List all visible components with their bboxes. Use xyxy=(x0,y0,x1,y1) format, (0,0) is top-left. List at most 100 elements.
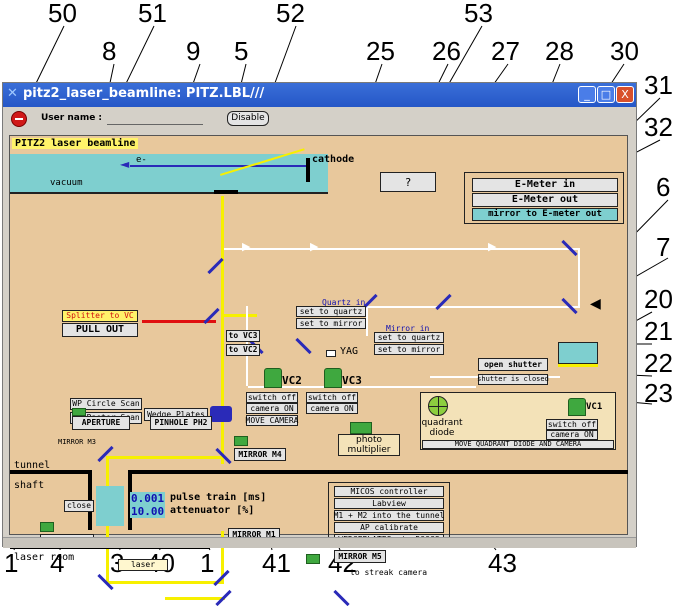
vc3-label: VC3 xyxy=(342,374,362,387)
emeter-out-button[interactable]: E-Meter out xyxy=(472,193,618,207)
callout-22: 22 xyxy=(644,348,673,378)
beam-shutter xyxy=(558,364,598,367)
callout-1b: 1 xyxy=(200,548,215,578)
white-beam-quadrant xyxy=(248,386,476,388)
tunnel-wall-right xyxy=(132,470,628,474)
user-name-label: User name : xyxy=(41,113,103,123)
photomultiplier-icon xyxy=(350,422,372,434)
pulse-train-value[interactable]: 0.001 xyxy=(130,492,166,505)
mirror-m4-button[interactable]: MIRROR M4 xyxy=(234,448,286,461)
callout-23: 23 xyxy=(644,378,673,408)
cathode-label: cathode xyxy=(312,154,355,165)
callout-28: 28 xyxy=(545,36,574,66)
status-bar xyxy=(3,537,636,548)
pinhole-button[interactable]: PINHOLE PH2 xyxy=(150,416,212,430)
set-mirror-button-2[interactable]: set to mirror xyxy=(374,344,444,355)
callout-21: 21 xyxy=(644,316,673,346)
beam-to-m1 xyxy=(221,531,224,581)
aperture-button[interactable]: APERTURE xyxy=(72,416,130,430)
move-quadrant-diode-button[interactable]: MOVE QUADRANT DIODE AND CAMERA xyxy=(422,440,614,449)
window-title: pitz2_laser_beamline: PITZ.LBL/// xyxy=(23,86,265,101)
splitter-status: Splitter to VC xyxy=(62,310,138,322)
shaft-element xyxy=(96,486,124,526)
callout-50: 50 xyxy=(48,0,77,28)
laser-room-label: laser room xyxy=(14,552,75,563)
vc3-camera-status: camera ON xyxy=(306,403,358,414)
vc2-label: VC2 xyxy=(282,374,302,387)
callout-52: 52 xyxy=(276,0,305,28)
cathode-element xyxy=(306,158,310,182)
emeter-in-button[interactable]: E-Meter in xyxy=(472,178,618,192)
callout-30: 30 xyxy=(610,36,639,66)
tunnel-label: tunnel xyxy=(14,460,51,471)
stop-icon[interactable] xyxy=(11,111,27,127)
callout-20: 20 xyxy=(644,284,673,314)
vacuum-region xyxy=(10,154,328,194)
yag-screen xyxy=(326,350,336,357)
vc1-switch-off-button[interactable]: switch off xyxy=(546,419,598,430)
attenuator-value[interactable]: 10.00 xyxy=(130,505,166,518)
white-beam-top xyxy=(224,248,580,250)
set-quartz-button-2[interactable]: set to quartz xyxy=(374,332,444,343)
aperture-status-icon xyxy=(72,408,86,416)
panel-title: PITZ2 laser beamline xyxy=(12,138,139,149)
arrow-down-icon: ◀ xyxy=(590,296,601,312)
yag-label: YAG xyxy=(340,346,359,357)
beam-upper-run xyxy=(221,314,257,317)
arrow-right-icon-1: ▶ xyxy=(242,240,251,253)
set-mirror-button-1[interactable]: set to mirror xyxy=(296,318,366,329)
title-bar[interactable]: ✕ pitz2_laser_beamline: PITZ.LBL/// _ □ … xyxy=(3,83,636,107)
to-vc3-button[interactable]: to VC3 xyxy=(226,330,260,342)
menu-micos-button[interactable]: MICOS controller xyxy=(334,486,444,497)
mirror-yag xyxy=(295,337,312,355)
tunnel-wall xyxy=(10,470,90,474)
white-beam-vc3 xyxy=(366,306,368,336)
pulse-train-label: pulse train [ms] xyxy=(170,492,267,503)
beam-laser-room xyxy=(165,597,225,600)
user-name-field[interactable] xyxy=(107,113,203,125)
close-window-button[interactable]: X xyxy=(616,86,634,103)
arrow-right-icon-3: ▶ xyxy=(488,240,497,253)
callout-27: 27 xyxy=(491,36,520,66)
callout-43: 43 xyxy=(488,548,517,578)
cathode-laser-spot xyxy=(214,190,238,194)
set-quartz-button-1[interactable]: set to quartz xyxy=(296,306,366,317)
move-camera-button[interactable]: MOVE CAMERA xyxy=(245,415,299,426)
close-button[interactable]: close xyxy=(64,500,94,512)
wp-circle-scan-button[interactable]: WP Circle Scan xyxy=(70,398,142,410)
menu-labview-button[interactable]: Labview xyxy=(334,498,444,509)
callout-5: 5 xyxy=(234,36,249,66)
beam-m4-run xyxy=(106,456,224,459)
menu-ap-calibrate-button[interactable]: AP calibrate xyxy=(334,522,444,533)
mirror-m2-status-icon xyxy=(40,522,54,532)
menu-m1-m2-button[interactable]: M1 + M2 into the tunnel xyxy=(333,510,445,521)
mirror-to-emeter-button[interactable]: mirror to E-meter out xyxy=(472,208,618,221)
callout-6: 6 xyxy=(656,172,671,202)
maximize-button[interactable]: □ xyxy=(597,86,615,103)
electron-label: e- xyxy=(136,155,147,165)
vc1-label: VC1 xyxy=(586,402,603,412)
callout-32: 32 xyxy=(644,112,673,142)
mirror-m5-button[interactable]: MIRROR M5 xyxy=(334,550,386,563)
vc3-switch-off-button[interactable]: switch off xyxy=(306,392,358,403)
open-shutter-button[interactable]: open shutter xyxy=(478,358,548,371)
help-button[interactable]: ? xyxy=(380,172,436,192)
to-vc2-button[interactable]: to VC2 xyxy=(226,344,260,356)
callout-41: 41 xyxy=(262,548,291,578)
mirror-streak xyxy=(333,589,350,606)
arrow-right-icon-2: ▶ xyxy=(310,240,319,253)
beamline-panel: PITZ2 laser beamline ◄ e- vacuum cathode… xyxy=(9,135,628,606)
app-window: ✕ pitz2_laser_beamline: PITZ.LBL/// _ □ … xyxy=(2,82,637,606)
quadrant-diode-label: quadrant diode xyxy=(421,418,463,438)
disable-button[interactable]: Disable xyxy=(227,111,269,126)
minimize-button[interactable]: _ xyxy=(578,86,596,103)
mirror-m4-status-icon xyxy=(234,436,248,446)
shutter-element xyxy=(558,342,598,364)
attenuator-label: attenuator [%] xyxy=(170,505,255,516)
pull-out-button[interactable]: PULL OUT xyxy=(62,323,138,337)
vc2-switch-off-button[interactable]: switch off xyxy=(246,392,298,403)
callout-26: 26 xyxy=(432,36,461,66)
vc3-camera-icon xyxy=(324,368,342,388)
callout-9: 9 xyxy=(186,36,201,66)
quartz-status: Quartz in xyxy=(322,298,366,307)
